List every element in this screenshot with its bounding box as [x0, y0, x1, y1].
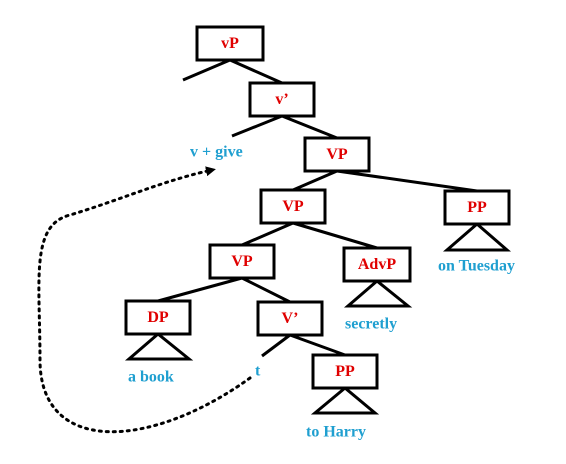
branch-Vbar-PP-harry [289, 333, 346, 357]
node-label-V-bar: V’ [282, 310, 299, 327]
node-AdvP: AdvP [342, 246, 412, 283]
node-label-PP-tuesday: PP [467, 199, 487, 216]
leaf-on-tuesday: on Tuesday [438, 258, 515, 275]
node-label-VP-top: VP [326, 146, 348, 163]
node-label-v-bar: v’ [275, 91, 288, 108]
node-VP-mid: VP [259, 188, 327, 225]
branch-vbar-vgive [231, 114, 283, 138]
node-label-VP-low: VP [231, 253, 253, 270]
branch-VP-low-DP [157, 276, 243, 303]
node-label-vP: vP [221, 35, 239, 52]
node-VP-low: VP [208, 243, 276, 280]
node-V-bar: V’ [256, 300, 324, 337]
leaf-a-book: a book [128, 369, 174, 386]
tree-triangles [124, 222, 512, 415]
leaf-trace: t [255, 363, 261, 380]
node-label-PP-harry: PP [335, 363, 355, 380]
node-label-AdvP: AdvP [358, 256, 396, 273]
branch-VP-mid-AdvP [292, 221, 378, 250]
node-PP-tuesday: PP [443, 189, 511, 226]
triangle-secretly [343, 279, 413, 308]
branch-vP-left [182, 58, 231, 82]
triangle-to-harry [310, 386, 380, 415]
tree-leaves: v + give on Tuesday secretly a book t to… [128, 144, 515, 441]
branch-Vbar-trace [261, 333, 291, 358]
node-PP-harry: PP [311, 353, 379, 390]
leaf-v-give: v + give [190, 144, 243, 161]
triangle-on-tuesday [442, 222, 512, 252]
leaf-secretly: secretly [345, 316, 397, 333]
branch-vP-vbar [229, 58, 283, 85]
node-v-bar: v’ [248, 81, 316, 118]
node-label-DP: DP [147, 309, 169, 326]
branch-VP-top-VP-mid [292, 169, 338, 192]
triangle-a-book [124, 332, 194, 361]
tree-branches [157, 58, 478, 358]
node-VP-top: VP [303, 136, 371, 173]
branch-VP-mid-VP-low [241, 221, 294, 247]
branch-VP-low-Vbar [241, 276, 291, 304]
node-DP: DP [124, 299, 192, 336]
node-vP: vP [195, 25, 265, 62]
branch-vbar-VP-top [281, 114, 338, 140]
branch-VP-top-PP-tuesday [336, 169, 478, 193]
leaf-to-harry: to Harry [306, 424, 366, 441]
node-label-VP-mid: VP [282, 198, 304, 215]
tree-nodes: vP v’ VP VP PP VP AdvP DP [124, 25, 511, 390]
